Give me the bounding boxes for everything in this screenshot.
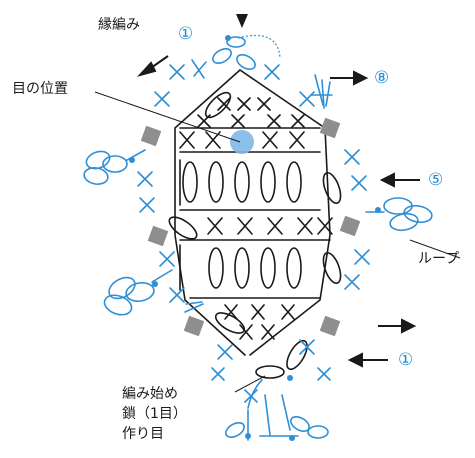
picot-bottom	[225, 379, 329, 441]
start-chain	[255, 365, 285, 379]
leader-lines	[94, 91, 461, 393]
start-label-line: 編み始め	[122, 386, 178, 402]
blue-x	[169, 64, 185, 80]
start-triangle	[236, 14, 248, 28]
outline-left	[174, 69, 246, 356]
black-stitches	[168, 69, 342, 379]
loop-label: ループ	[418, 251, 460, 267]
picot-dots	[129, 35, 381, 441]
row-x-lower	[224, 304, 295, 340]
blue-x	[264, 64, 280, 80]
blue-x	[317, 367, 331, 381]
blue-x	[154, 91, 170, 107]
row-marker-right-middle: ⑤	[428, 170, 444, 190]
blue-x	[354, 249, 370, 265]
start-label-line: 鎖（1目）	[122, 406, 187, 422]
gray-corner-squares	[140, 117, 361, 337]
blue-x	[139, 197, 155, 213]
side-chain	[286, 339, 308, 371]
side-chain	[214, 312, 246, 334]
side-chain	[204, 91, 232, 119]
outline-right	[239, 69, 331, 356]
blue-x	[211, 367, 225, 381]
row-x-2	[197, 114, 305, 128]
blue-x	[344, 274, 360, 290]
blue-x	[299, 339, 315, 355]
row-x-3	[179, 127, 321, 153]
edge-label: 縁編み	[98, 17, 140, 33]
row-tall-upper	[179, 159, 321, 211]
blue-x	[217, 344, 233, 360]
picot-left-upper	[83, 149, 146, 185]
stitch-position-dot	[230, 130, 254, 154]
blue-x	[351, 175, 367, 191]
picot-left-lower	[103, 269, 173, 316]
row-marker-top: ①	[178, 24, 194, 44]
stitch-position-label: 目の位置	[12, 81, 68, 97]
start-label-block: 編み始め 鎖（1目） 作り目	[122, 384, 187, 444]
side-chain	[322, 251, 342, 285]
side-chain	[168, 216, 198, 240]
picot-top	[212, 36, 256, 71]
blue-x	[159, 251, 175, 267]
blue-fan	[311, 74, 333, 109]
row-tall-lower	[179, 244, 321, 299]
side-chain	[322, 171, 342, 205]
blue-x	[137, 171, 153, 187]
picot-right	[365, 197, 433, 232]
blue-x	[299, 91, 315, 107]
blue-fan	[184, 301, 204, 313]
start-label-line: 作り目	[122, 426, 164, 442]
blue-x	[191, 59, 207, 79]
direction-arrows	[136, 55, 420, 368]
row-x-middle	[179, 217, 333, 241]
blue-x	[169, 287, 185, 303]
blue-x	[344, 149, 360, 165]
row-x-top	[217, 97, 271, 111]
row-marker-right-upper: ⑧	[374, 68, 390, 88]
row-marker-bottom: ①	[398, 350, 414, 370]
